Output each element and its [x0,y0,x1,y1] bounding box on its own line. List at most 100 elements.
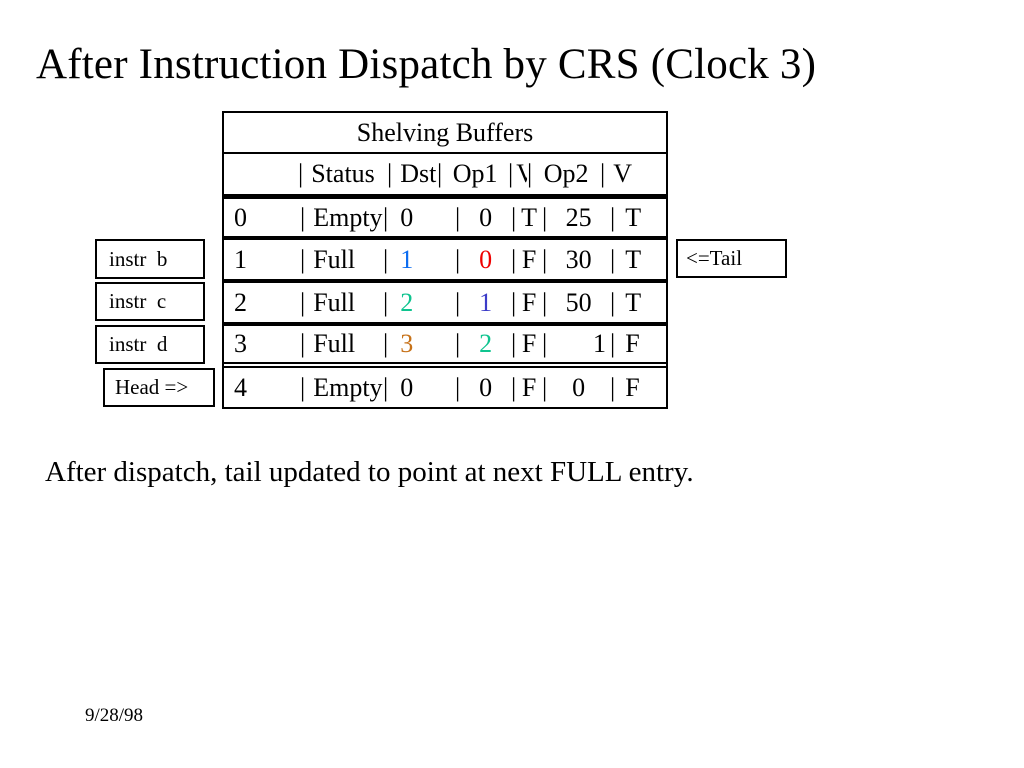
column-separator: | [455,287,461,317]
op1-cell: |1 [455,288,511,318]
op2-cell: |0 [542,373,610,403]
row-index: 3 [234,329,247,358]
dst-value: 0 [400,372,414,402]
column-separator: | [383,287,389,317]
column-separator: | [527,159,533,188]
slide-title: After Instruction Dispatch by CRS (Clock… [36,41,817,88]
column-separator: | [455,329,461,358]
instr-c-label: instr c [109,289,167,313]
op2-cell: |1 [542,329,610,359]
table-title: Shelving Buffers [356,117,534,147]
column-separator: | [542,244,548,274]
column-separator: | [383,372,389,402]
v2-value: T [625,244,642,274]
op2-value: 30 [565,244,592,274]
buffer-row-0: 0 |Empty |0 |0 |T |25 |T [224,199,666,240]
status-value: Full [313,329,356,358]
op1-value: 1 [479,287,493,317]
column-separator: | [610,287,616,317]
column-separator: | [455,372,461,402]
dst-value: 3 [400,329,414,358]
op1-cell: |0 [455,373,511,403]
status-cell: |Full [300,288,383,318]
status-value: Full [313,244,356,274]
caption-text: After dispatch, tail updated to point at… [45,456,694,488]
column-separator: | [298,159,304,188]
v2-value: F [625,372,640,402]
v1-cell: |F [511,329,542,359]
buffer-row-2: 2 |Full |2 |1 |F |50 |T [224,283,666,326]
dst-cell: |0 [383,203,455,233]
column-separator: | [610,329,616,358]
op1-value: 0 [479,244,493,274]
op2-cell: | 30 [542,245,610,275]
v1-value: T [521,202,538,232]
buffer-row-3: 3 |Full |3 |2 |F |1 |F [224,326,666,368]
dst-value: 2 [400,287,414,317]
dst-cell: |1 [383,245,455,275]
column-separator: | [511,372,517,402]
column-separator: | [300,244,306,274]
column-separator: | [511,202,517,232]
column-separator: | [542,329,548,358]
status-cell: |Empty [300,203,383,233]
buffer-row-1: 1 |Full |1 |0 |F |30 |T [224,240,666,283]
v2-value: T [625,287,642,317]
instr-b-box: instr b [95,239,205,279]
v1-value: F [521,329,537,358]
v1-cell: |F [511,288,542,318]
op2-value: 0 [572,372,586,402]
header-status: |Status [298,159,375,188]
v2-cell: |F [610,373,666,403]
column-separator: | [387,159,393,188]
column-separator: | [455,202,461,232]
v1-cell: |F [511,245,542,275]
column-separator: | [511,329,517,358]
op2-cell: | 25 [542,203,610,233]
v1-cell: |T [511,203,542,233]
v2-value: T [625,202,642,232]
column-separator: | [300,329,306,358]
column-separator: | [300,287,306,317]
op2-value: 25 [565,202,592,232]
op1-cell: |0 [455,203,511,233]
header-op2: |Op2 [527,159,589,188]
v2-cell: |T [610,288,666,318]
status-cell: |Empty [300,373,383,403]
column-separator: | [600,159,606,188]
buffer-row-4: 4 |Empty |0 |0 |F |0 |F [224,368,666,407]
column-separator: | [542,202,548,232]
column-separator: | [610,244,616,274]
header-op1: |Op1 [437,159,498,188]
status-cell: |Full [300,245,383,275]
instr-c-box: instr c [95,282,205,321]
head-pointer-box: Head => [103,368,215,407]
v2-cell: |T [610,203,666,233]
table-header-row: |Status |Dst |Op1 |V |Op2 |V [224,154,666,199]
row-index: 1 [234,244,247,274]
row-index: 4 [234,372,247,402]
tail-pointer-box: <=Tail [676,239,787,278]
op1-cell: |2 [455,329,511,359]
column-separator: | [300,372,306,402]
v1-value: F [521,287,537,317]
header-v2: |V [600,159,632,188]
dst-value: 1 [400,244,414,274]
op2-cell: |50 [542,288,610,318]
column-separator: | [610,202,616,232]
op1-value: 0 [479,372,493,402]
column-separator: | [508,159,514,188]
dst-cell: |2 [383,288,455,318]
op1-cell: |0 [455,245,511,275]
column-separator: | [511,287,517,317]
shelving-buffers-table: Shelving Buffers |Status |Dst |Op1 |V |O… [222,111,668,409]
column-separator: | [383,329,389,358]
dst-cell: |0 [383,373,455,403]
status-value: Full [313,287,356,317]
column-separator: | [511,244,517,274]
status-value: Empty [313,372,383,402]
v1-cell: |F [511,373,542,403]
v2-cell: |F [610,329,666,359]
column-separator: | [455,244,461,274]
